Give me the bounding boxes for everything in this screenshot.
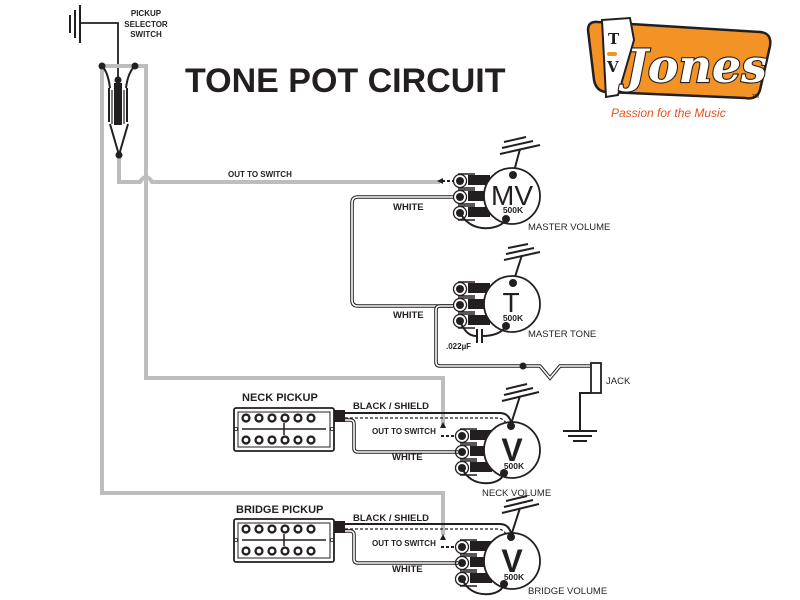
- grey-wires: [100, 64, 445, 535]
- logo-tv-block: [600, 16, 636, 99]
- logo-wordmark: Jones: [618, 39, 767, 93]
- bridge-pickup[interactable]: [233, 518, 345, 563]
- master-volume-label: MASTER VOLUME: [528, 222, 610, 233]
- output-jack[interactable]: [563, 362, 602, 442]
- master-tone-label: MASTER TONE: [528, 329, 596, 340]
- switch-label-line2: SELECTOR: [124, 20, 168, 29]
- neck-white-label: WHITE: [392, 452, 423, 463]
- logo-initial-v: V: [606, 58, 619, 76]
- switch-label-line1: PICKUP: [131, 9, 162, 18]
- master-tone-symbol: T: [502, 287, 519, 318]
- neck-black-shield-label: BLACK / SHIELD: [353, 401, 429, 412]
- wire-junction: [519, 362, 527, 370]
- white-wire-mv-to-tone: [350, 195, 453, 308]
- bridge-pickup-title: BRIDGE PICKUP: [236, 504, 323, 516]
- master-volume-pot[interactable]: [437, 136, 541, 230]
- neck-volume-symbol: V: [501, 432, 523, 468]
- bridge-volume-label: BRIDGE VOLUME: [528, 586, 607, 597]
- white-label-mv: WHITE: [393, 202, 424, 213]
- out-to-switch-label-top: OUT TO SWITCH: [228, 170, 292, 179]
- brand-tagline: Passion for the Music: [611, 106, 726, 120]
- neck-pickup[interactable]: [233, 407, 345, 452]
- trademark: TM: [752, 94, 759, 100]
- neck-out-to-switch-label: OUT TO SWITCH: [372, 427, 436, 436]
- bridge-white-label: WHITE: [392, 564, 423, 575]
- neck-volume-value: 500K: [504, 461, 525, 471]
- bridge-out-to-switch-label: OUT TO SWITCH: [372, 539, 436, 548]
- pickup-selector-switch[interactable]: [98, 62, 139, 159]
- master-volume-symbol: MV: [491, 180, 533, 211]
- master-volume-value: 500K: [503, 205, 524, 215]
- switch-label-line3: SWITCH: [130, 30, 162, 39]
- page-title: TONE POT CIRCUIT: [185, 62, 506, 100]
- neck-pickup-title: NECK PICKUP: [242, 392, 318, 404]
- logo-initial-t: T: [608, 30, 620, 48]
- capacitor-label: .022µF: [446, 342, 471, 351]
- bridge-black-shield-label: BLACK / SHIELD: [353, 513, 429, 524]
- bridge-arrow-icon: [440, 534, 446, 540]
- bridge-volume-value: 500K: [504, 572, 525, 582]
- white-label-tone: WHITE: [393, 310, 424, 321]
- bridge-volume-symbol: V: [501, 543, 523, 579]
- logo-dash: [607, 52, 617, 56]
- jack-label: JACK: [606, 376, 631, 387]
- bridge-black-wire: [345, 523, 513, 538]
- brand-logo: T V Jones TM Passion for the Music: [586, 16, 772, 120]
- neck-volume-label: NECK VOLUME: [482, 488, 551, 499]
- neck-volume-pot[interactable]: [454, 383, 541, 485]
- neck-shield-wire: [345, 417, 508, 427]
- neck-arrow-icon: [440, 422, 446, 428]
- master-tone-pot[interactable]: [452, 243, 541, 343]
- switch-ground-symbol: [69, 5, 119, 80]
- bridge-volume-pot[interactable]: [454, 495, 541, 596]
- neck-black-wire: [345, 412, 513, 427]
- bridge-shield-wire: [345, 528, 508, 538]
- master-tone-value: 500K: [503, 313, 524, 323]
